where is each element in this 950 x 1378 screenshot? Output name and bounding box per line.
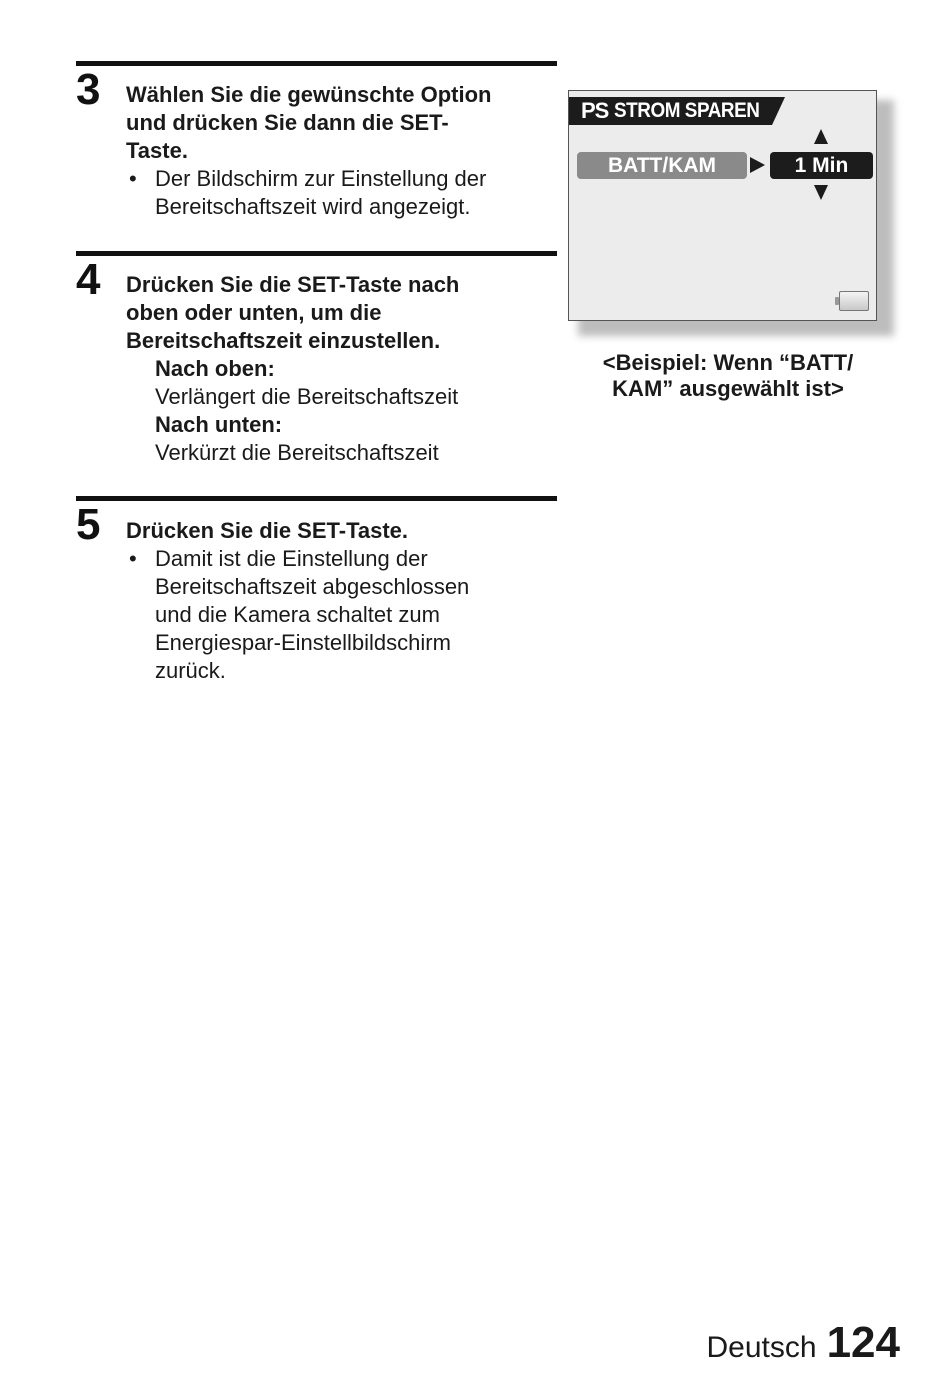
up-heading: Nach oben:: [155, 356, 275, 381]
step-3-bullet: Der Bildschirm zur Einstellung der Berei…: [126, 165, 546, 221]
page-footer: Deutsch 124: [707, 1318, 900, 1368]
down-text: Verkürzt die Bereitschaftszeit: [155, 440, 439, 465]
page-number: 124: [826, 1318, 900, 1367]
step-4-body: Drücken Sie die SET-Taste nach oben oder…: [126, 271, 546, 467]
footer-language: Deutsch: [706, 1331, 817, 1364]
step-4-number: 4: [76, 255, 101, 304]
step-4-up-block: Nach oben: Verlängert die Bereitschaftsz…: [126, 355, 546, 467]
step-3-divider: [76, 61, 557, 66]
step-5-divider: [76, 496, 557, 501]
option-value: 1 Min: [770, 152, 873, 179]
step-5-bullet: Damit ist die Einstellung der Bereitscha…: [126, 545, 546, 685]
up-text: Verlängert die Bereitschaftszeit: [155, 384, 459, 409]
screen-caption: <Beispiel: Wenn “BATT/ KAM” ausgewählt i…: [602, 350, 854, 401]
down-heading: Nach unten:: [155, 412, 283, 437]
step-4-title: Drücken Sie die SET-Taste nach oben oder…: [126, 272, 460, 353]
arrow-down-icon: [814, 185, 828, 200]
step-3-number: 3: [76, 65, 101, 114]
step-5-number: 5: [76, 500, 101, 549]
step-3-title: Wählen Sie die gewünschte Option und drü…: [126, 82, 492, 163]
option-label: BATT/KAM: [577, 152, 747, 179]
camera-screen: PS STROM SPAREN BATT/KAM 1 Min: [568, 90, 877, 321]
step-3-body: Wählen Sie die gewünschte Option und drü…: [126, 81, 546, 221]
arrow-right-icon: [750, 157, 765, 173]
step-5-title: Drücken Sie die SET-Taste.: [126, 518, 409, 543]
screen-title: STROM SPAREN: [614, 99, 760, 122]
step-4-divider: [76, 251, 557, 256]
battery-icon: [835, 291, 869, 311]
screen-header: PS STROM SPAREN: [569, 97, 785, 125]
arrow-up-icon: [814, 129, 828, 144]
step-5-body: Drücken Sie die SET-Taste. Damit ist die…: [126, 517, 546, 685]
power-save-icon: PS: [581, 98, 609, 123]
